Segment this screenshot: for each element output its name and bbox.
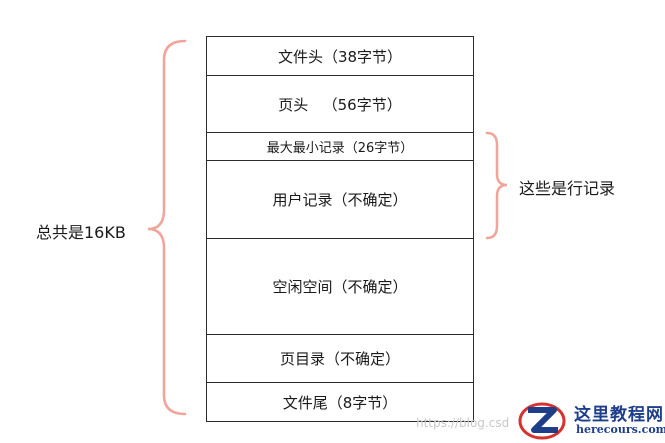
segment-label: 页目录（不确定） [279, 350, 400, 368]
segment-page-header: 页头 （56字节） [206, 75, 474, 133]
logo-site-name: 这里教程网 [574, 405, 664, 425]
segment-user-records: 用户记录（不确定） [206, 160, 474, 239]
left-brace [147, 39, 187, 416]
segment-label: 页头 （56字节） [278, 95, 402, 114]
logo-z-icon [518, 402, 566, 440]
row-records-label: 这些是行记录 [519, 179, 616, 198]
watermark-url: https://blog.csd [416, 416, 510, 430]
segment-page-directory: 页目录（不确定） [206, 334, 474, 383]
site-logo: 这里教程网 herecours.com [514, 398, 665, 443]
segment-file-trailer: 文件尾（8字节） [206, 382, 474, 422]
segment-label: 文件尾（8字节） [282, 393, 398, 412]
segment-label: 用户记录（不确定） [272, 191, 408, 209]
segment-label: 文件头（38字节） [277, 47, 403, 66]
segment-label: 空闲空间（不确定） [272, 278, 408, 296]
segment-infimum-supremum: 最大最小记录（26字节） [206, 132, 474, 161]
segment-free-space: 空闲空间（不确定） [206, 238, 474, 335]
segment-label: 最大最小记录（26字节） [266, 141, 414, 156]
segment-file-header: 文件头（38字节） [206, 36, 474, 76]
right-brace [485, 131, 508, 240]
logo-site-url: herecours.com [576, 423, 665, 436]
total-size-label: 总共是16KB [36, 223, 126, 242]
